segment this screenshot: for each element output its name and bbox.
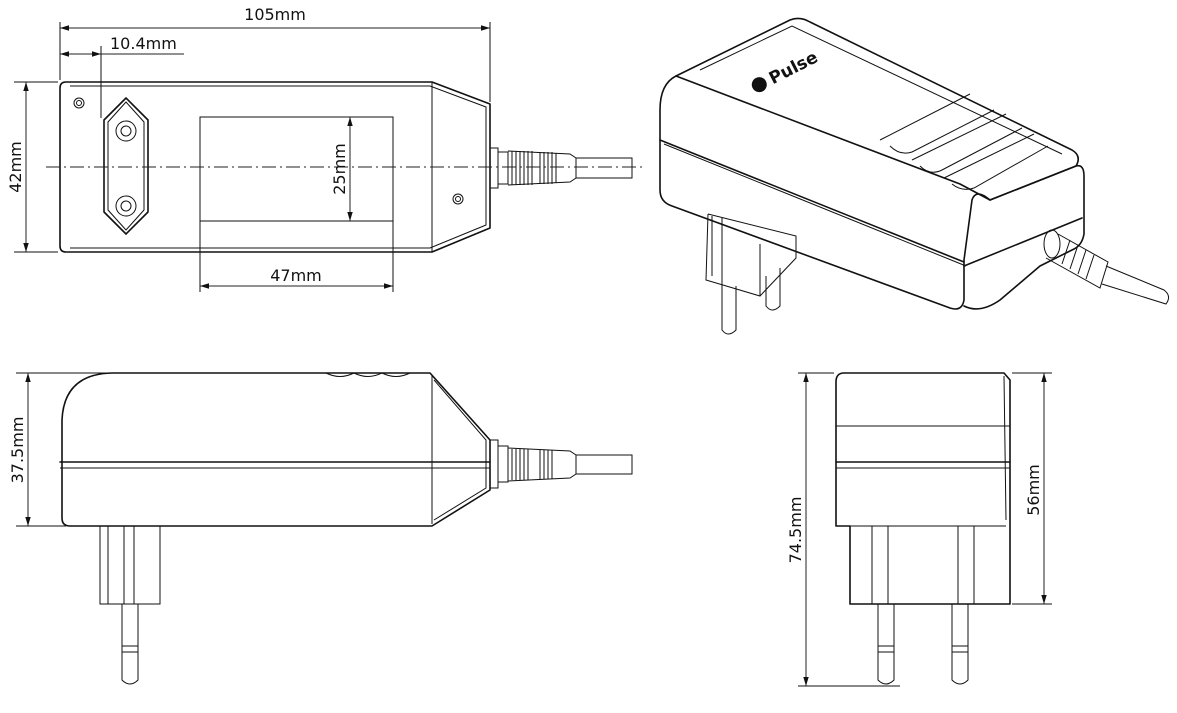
front-plug-pins [871,526,975,685]
dim-pin-offset: 10.4mm [110,34,177,53]
screw-icon [73,97,85,109]
cable-strain-relief [489,147,577,189]
cable [576,157,633,179]
dim-depth: 56mm [1024,464,1043,516]
iso-cable [1043,229,1170,305]
screw-icon [452,193,464,205]
dim-label-width: 47mm [270,266,322,285]
side-cable [489,439,633,489]
pulse-logo-icon: Pulse [751,48,821,93]
plug-base-outline [103,97,149,235]
side-view: 37.5mm [8,372,633,685]
dim-body-height: 37.5mm [8,417,27,484]
top-view-body [59,81,491,253]
plug-pin-icon [115,120,137,142]
isometric-view: Pulse [659,17,1170,335]
side-plug [99,525,161,685]
label-area [199,116,394,222]
iso-plug [705,213,797,335]
svg-text:Pulse: Pulse [766,48,821,89]
top-view: 105mm 10.4mm 42mm 25mm 47mm [6,5,645,292]
dim-width: 42mm [6,141,25,193]
dim-overall-height: 74.5mm [786,497,805,564]
iso-end-face [963,164,1085,310]
front-view-body [835,372,1011,605]
front-view: 74.5mm 56mm [786,372,1052,687]
iso-front-face [659,75,991,310]
dim-length: 105mm [244,5,306,24]
plug-pin-icon [115,195,137,217]
side-view-body [61,372,491,527]
dim-label-height: 25mm [330,143,349,195]
